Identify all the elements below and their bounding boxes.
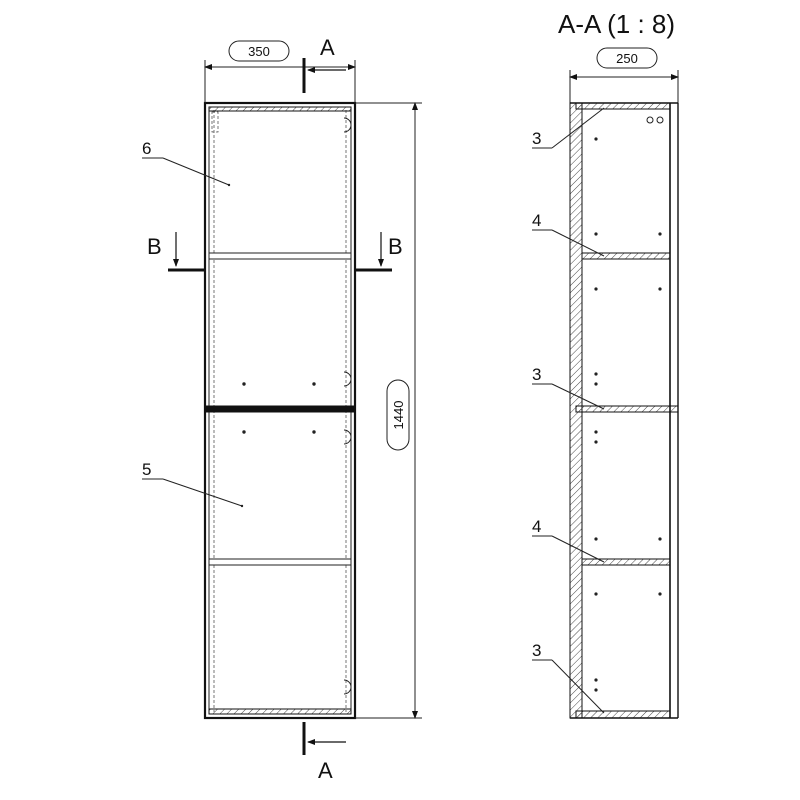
pin-hole — [242, 430, 246, 434]
callout-3-top: 3 — [532, 129, 541, 148]
hinge-top-left — [211, 111, 219, 133]
pin-hole — [594, 372, 598, 376]
height-dim-value: 1440 — [391, 401, 406, 430]
depth-dim-value: 250 — [616, 51, 638, 66]
section-title: A-A (1 : 8) — [558, 9, 675, 39]
hinge-hole — [646, 116, 654, 124]
front-view: 350 1440 A A B B 6 5 — [142, 35, 422, 783]
shelf-section-middle — [575, 405, 679, 413]
pin-hole — [594, 382, 598, 386]
hinge-hole — [656, 116, 664, 124]
callout-6: 6 — [142, 139, 151, 158]
callout-4-upper: 4 — [532, 211, 541, 230]
bottom-panel — [208, 708, 352, 715]
callout-leader-6-diag — [162, 157, 230, 186]
top-panel-section — [575, 102, 671, 110]
pin-hole — [658, 287, 662, 291]
shelf-section-upper — [581, 252, 671, 260]
callout-leader-3-mid-diag — [551, 383, 605, 410]
callout-3-mid: 3 — [532, 365, 541, 384]
depth-dim-box — [596, 47, 658, 69]
pin-hole — [594, 537, 598, 541]
pin-hole — [594, 678, 598, 682]
section-b-left-label: B — [147, 234, 162, 259]
section-a-bottom-label: A — [318, 758, 333, 783]
bottom-panel-section — [575, 710, 671, 719]
pin-hole — [658, 537, 662, 541]
hinge-mid-upper-right — [343, 371, 352, 387]
shelf-upper — [208, 252, 352, 260]
pin-hole — [312, 430, 316, 434]
section-view: A-A (1 : 8) 250 — [532, 9, 679, 719]
callout-leader-4-lower-diag — [551, 535, 605, 563]
pin-hole — [594, 232, 598, 236]
callout-leader-3-top-diag — [551, 107, 605, 149]
pin-hole — [594, 688, 598, 692]
pin-hole — [594, 137, 598, 141]
hinge-bottom-right — [343, 679, 352, 695]
hinge-mid-lower-right — [343, 429, 352, 445]
hinge-top-right — [343, 117, 352, 133]
pin-hole — [658, 232, 662, 236]
pin-hole — [594, 440, 598, 444]
shelf-middle — [204, 405, 356, 413]
pin-hole — [594, 430, 598, 434]
section-a-top-label: A — [320, 35, 335, 60]
height-dim-box — [386, 379, 410, 451]
shelf-section-lower — [581, 558, 671, 566]
section-b-right-label: B — [388, 234, 403, 259]
shelf-lower — [208, 558, 352, 566]
width-dim-value: 350 — [248, 44, 270, 59]
callout-5: 5 — [142, 460, 151, 479]
top-panel — [208, 106, 352, 112]
pin-hole — [242, 382, 246, 386]
callout-leader-3-bottom-diag — [551, 659, 605, 714]
callout-4-lower: 4 — [532, 517, 541, 536]
callout-3-bottom: 3 — [532, 641, 541, 660]
callout-leader-4-upper-diag — [551, 229, 605, 257]
width-dim-box — [228, 40, 290, 62]
pin-hole — [658, 592, 662, 596]
pin-hole — [594, 287, 598, 291]
callout-leader-5-diag — [162, 478, 243, 507]
pin-hole — [594, 592, 598, 596]
pin-hole — [312, 382, 316, 386]
